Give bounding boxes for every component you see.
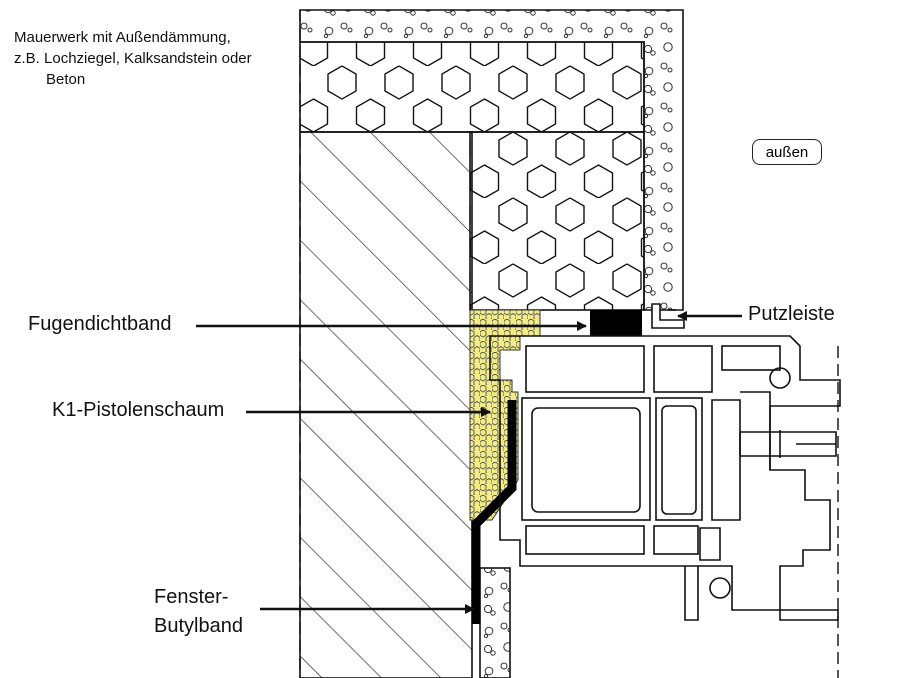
outside-badge: außen [752,139,822,165]
wall-description: Mauerwerk mit Außendämmung, z.B. Lochzie… [14,27,252,90]
interior-plaster [479,567,511,678]
insulation-top [299,41,645,133]
insulation-reveal [469,131,645,311]
leader-lines [196,311,742,614]
masonry-wall [299,10,473,678]
plaster-strip-label: Putzleiste [748,303,835,325]
wall-description-line-2: z.B. Lochziegel, Kalksandstein oder [14,50,252,67]
sealing-tape-block [590,310,642,336]
pistol-foam [469,309,541,521]
wall-description-line-3: Beton [46,71,86,88]
wall-description-line-1: Mauerwerk mit Außendämmung, [14,29,231,46]
exterior-plaster [299,9,684,311]
butyl-tape [471,400,517,624]
sealing-tape-label: Fugendichtband [28,313,172,335]
butyl-label-line-2: Butylband [154,615,243,637]
foam-label: K1-Pistolenschaum [52,399,225,421]
butyl-label-line-1: Fenster- [154,586,229,608]
window-frame-profile [489,335,841,621]
